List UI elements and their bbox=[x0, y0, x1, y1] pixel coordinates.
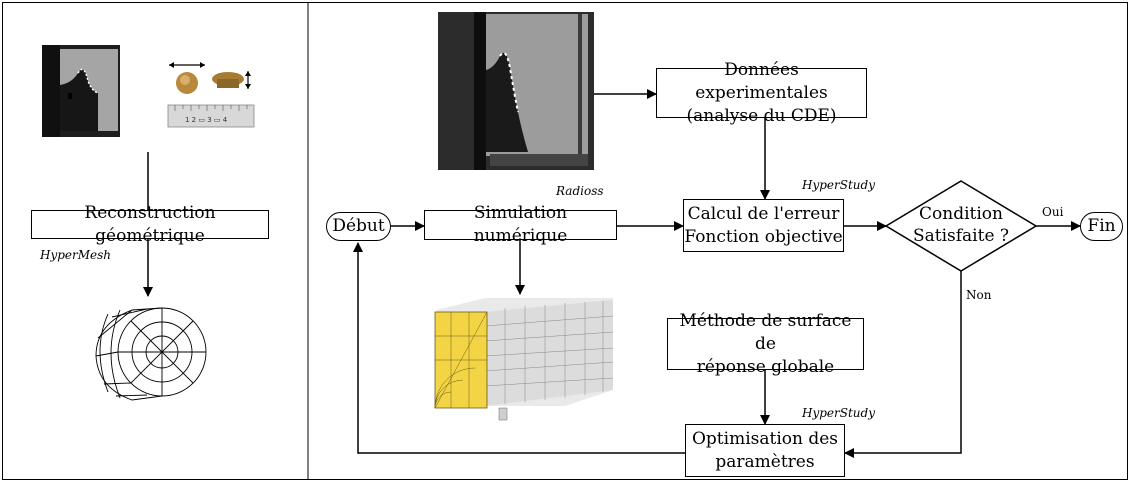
condition-text: Condition Satisfaite ? bbox=[906, 203, 1016, 247]
arrow-optimisation-to-debut bbox=[353, 242, 685, 454]
donnees-box: Données experimentales (analyse du CDE) bbox=[656, 60, 867, 126]
hypermesh-label: HyperMesh bbox=[40, 248, 112, 262]
specimen-photo-small bbox=[42, 45, 120, 137]
fin-node: Fin bbox=[1080, 212, 1123, 241]
simulation-box: Simulation numérique bbox=[424, 203, 617, 246]
optimisation-label-line2: paramètres bbox=[715, 451, 815, 472]
reconstruction-label: Reconstruction géométrique bbox=[84, 202, 216, 246]
block-mesh bbox=[434, 298, 614, 421]
oui-label: Oui bbox=[1042, 205, 1064, 219]
methode-label-line2: réponse globale bbox=[696, 356, 835, 377]
reconstruction-box: Reconstruction géométrique bbox=[31, 203, 269, 246]
simulation-label: Simulation numérique bbox=[473, 203, 568, 246]
hyperstudy-label-bottom: HyperStudy bbox=[802, 406, 875, 420]
calcul-label-line2: Fonction objective bbox=[684, 226, 843, 247]
condition-diamond bbox=[884, 180, 1038, 272]
donnees-label-line1: Données experimentales bbox=[695, 59, 828, 103]
rivet-parts-photo: 1 2 ▭ 3 ▭ 4 bbox=[167, 62, 255, 128]
hyperstudy-label-top: HyperStudy bbox=[802, 178, 875, 192]
non-label: Non bbox=[966, 288, 992, 302]
methode-box: Méthode de surface de réponse globale bbox=[667, 311, 864, 377]
debut-label: Début bbox=[332, 216, 385, 236]
fin-label: Fin bbox=[1087, 216, 1116, 236]
debut-node: Début bbox=[326, 212, 391, 241]
cylinder-mesh bbox=[95, 307, 207, 401]
ruler-marks: 1 2 ▭ 3 ▭ 4 bbox=[185, 116, 228, 124]
condition-label-line1: Condition bbox=[919, 204, 1003, 224]
arrow-condition-non-to-optimisation bbox=[844, 271, 962, 458]
radioss-label: Radioss bbox=[556, 184, 604, 198]
optimisation-label-line1: Optimisation des bbox=[691, 428, 839, 449]
condition-label-line2: Satisfaite ? bbox=[912, 226, 1010, 246]
calcul-label-line1: Calcul de l'erreur bbox=[687, 203, 840, 224]
specimen-photo-large bbox=[438, 12, 594, 170]
optimisation-box: Optimisation des paramètres bbox=[685, 424, 845, 477]
donnees-label-line2: (analyse du CDE) bbox=[686, 105, 837, 126]
methode-label-line1: Méthode de surface de bbox=[679, 310, 852, 354]
calcul-box: Calcul de l'erreur Fonction objective bbox=[683, 199, 844, 252]
